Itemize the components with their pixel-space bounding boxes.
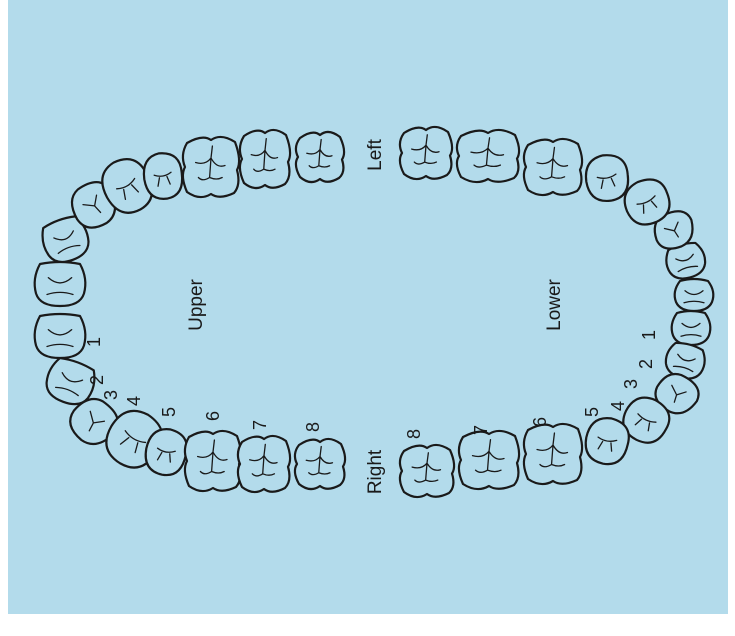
- lower-left-tooth-7: [457, 130, 519, 182]
- upper-right-tooth-number-8: 8: [303, 422, 323, 432]
- upper-right-tooth-1: [35, 314, 86, 358]
- upper-right-tooth-number-6: 6: [203, 411, 223, 421]
- lower-left-tooth-6: [524, 139, 582, 195]
- lower-right-tooth-8: [400, 445, 454, 497]
- upper-arch-label: Upper: [186, 278, 207, 330]
- upper-left-tooth-8: [296, 132, 344, 182]
- lower-right-tooth-6: [524, 424, 582, 484]
- lower-right-tooth-number-6: 6: [530, 417, 550, 427]
- upper-right-tooth-6: [185, 431, 241, 491]
- lower-right-tooth-7-outline: [459, 431, 519, 489]
- lower-right-tooth-number-2: 2: [636, 359, 656, 369]
- upper-left-tooth-1: [35, 262, 86, 306]
- lower-right-tooth-number-4: 4: [608, 401, 628, 411]
- upper-left-tooth-7: [240, 130, 290, 188]
- upper-right-tooth-number-5: 5: [159, 407, 179, 417]
- lower-right-tooth-number-7: 7: [471, 425, 491, 435]
- upper-right-tooth-1-outline: [35, 314, 86, 358]
- lower-arch-label: Lower: [544, 278, 565, 330]
- lower-right-tooth-number-8: 8: [404, 429, 424, 439]
- left-side-label: Left: [365, 138, 386, 170]
- upper-right-tooth-number-1: 1: [84, 337, 104, 347]
- lower-left-tooth-6-outline: [524, 139, 582, 195]
- lower-left-tooth-8: [400, 127, 452, 179]
- lower-right-tooth-number-1: 1: [639, 330, 659, 340]
- lower-right-tooth-1: [672, 311, 711, 345]
- upper-left-tooth-6: [183, 137, 239, 197]
- lower-right-tooth-number-3: 3: [621, 379, 641, 389]
- upper-right-tooth-number-2: 2: [87, 375, 107, 385]
- upper-right-tooth-number-4: 4: [124, 396, 144, 406]
- lower-right-tooth-7: [459, 431, 519, 489]
- lower-left-tooth-7-outline: [457, 130, 519, 182]
- diagram-background: [8, 0, 728, 614]
- upper-right-tooth-number-7: 7: [250, 420, 270, 430]
- upper-right-tooth-number-3: 3: [101, 390, 121, 400]
- lower-right-tooth-6-outline: [524, 424, 582, 484]
- upper-right-tooth-8: [295, 439, 345, 489]
- lower-right-tooth-number-5: 5: [582, 407, 602, 417]
- upper-right-tooth-7: [238, 436, 290, 492]
- right-side-label: Right: [365, 449, 386, 494]
- upper-left-tooth-1-outline: [35, 262, 86, 306]
- lower-left-tooth-1: [675, 279, 714, 311]
